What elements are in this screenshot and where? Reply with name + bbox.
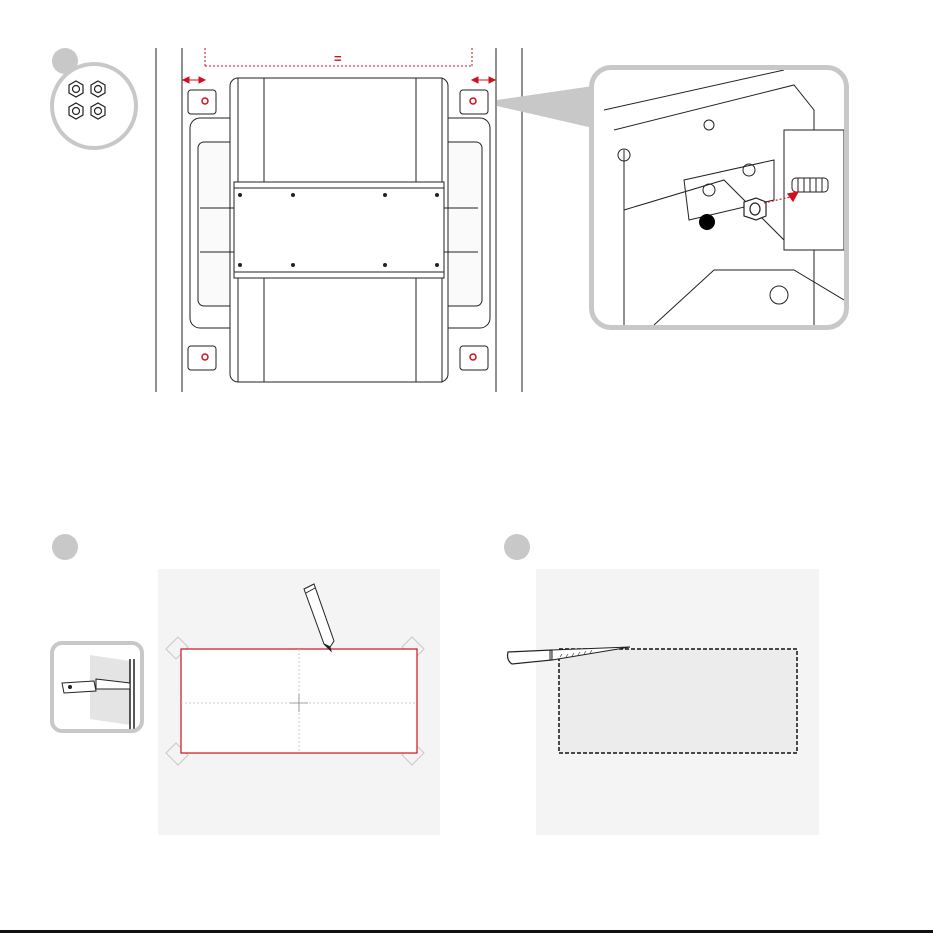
cut-outline-panel (158, 569, 440, 835)
bolt-head-icon (699, 214, 715, 230)
pencil-icon (304, 584, 334, 651)
knife-icon (500, 640, 640, 680)
nut-icon (744, 198, 766, 220)
step-3-badge (504, 534, 530, 560)
equal-dimension-label: = (334, 52, 342, 65)
arrow-icon (764, 192, 798, 203)
screw-icon (792, 178, 828, 192)
cutout-drawing (536, 569, 819, 835)
callout-connector (497, 86, 593, 128)
detail-drawing (594, 70, 844, 325)
cutout-panel (536, 569, 819, 835)
cut-outline-drawing (158, 569, 440, 835)
detail-callout (589, 65, 849, 330)
saw-callout (50, 641, 144, 733)
device-body (190, 78, 490, 382)
step-2-badge (52, 534, 78, 560)
saw-icon (54, 645, 140, 729)
